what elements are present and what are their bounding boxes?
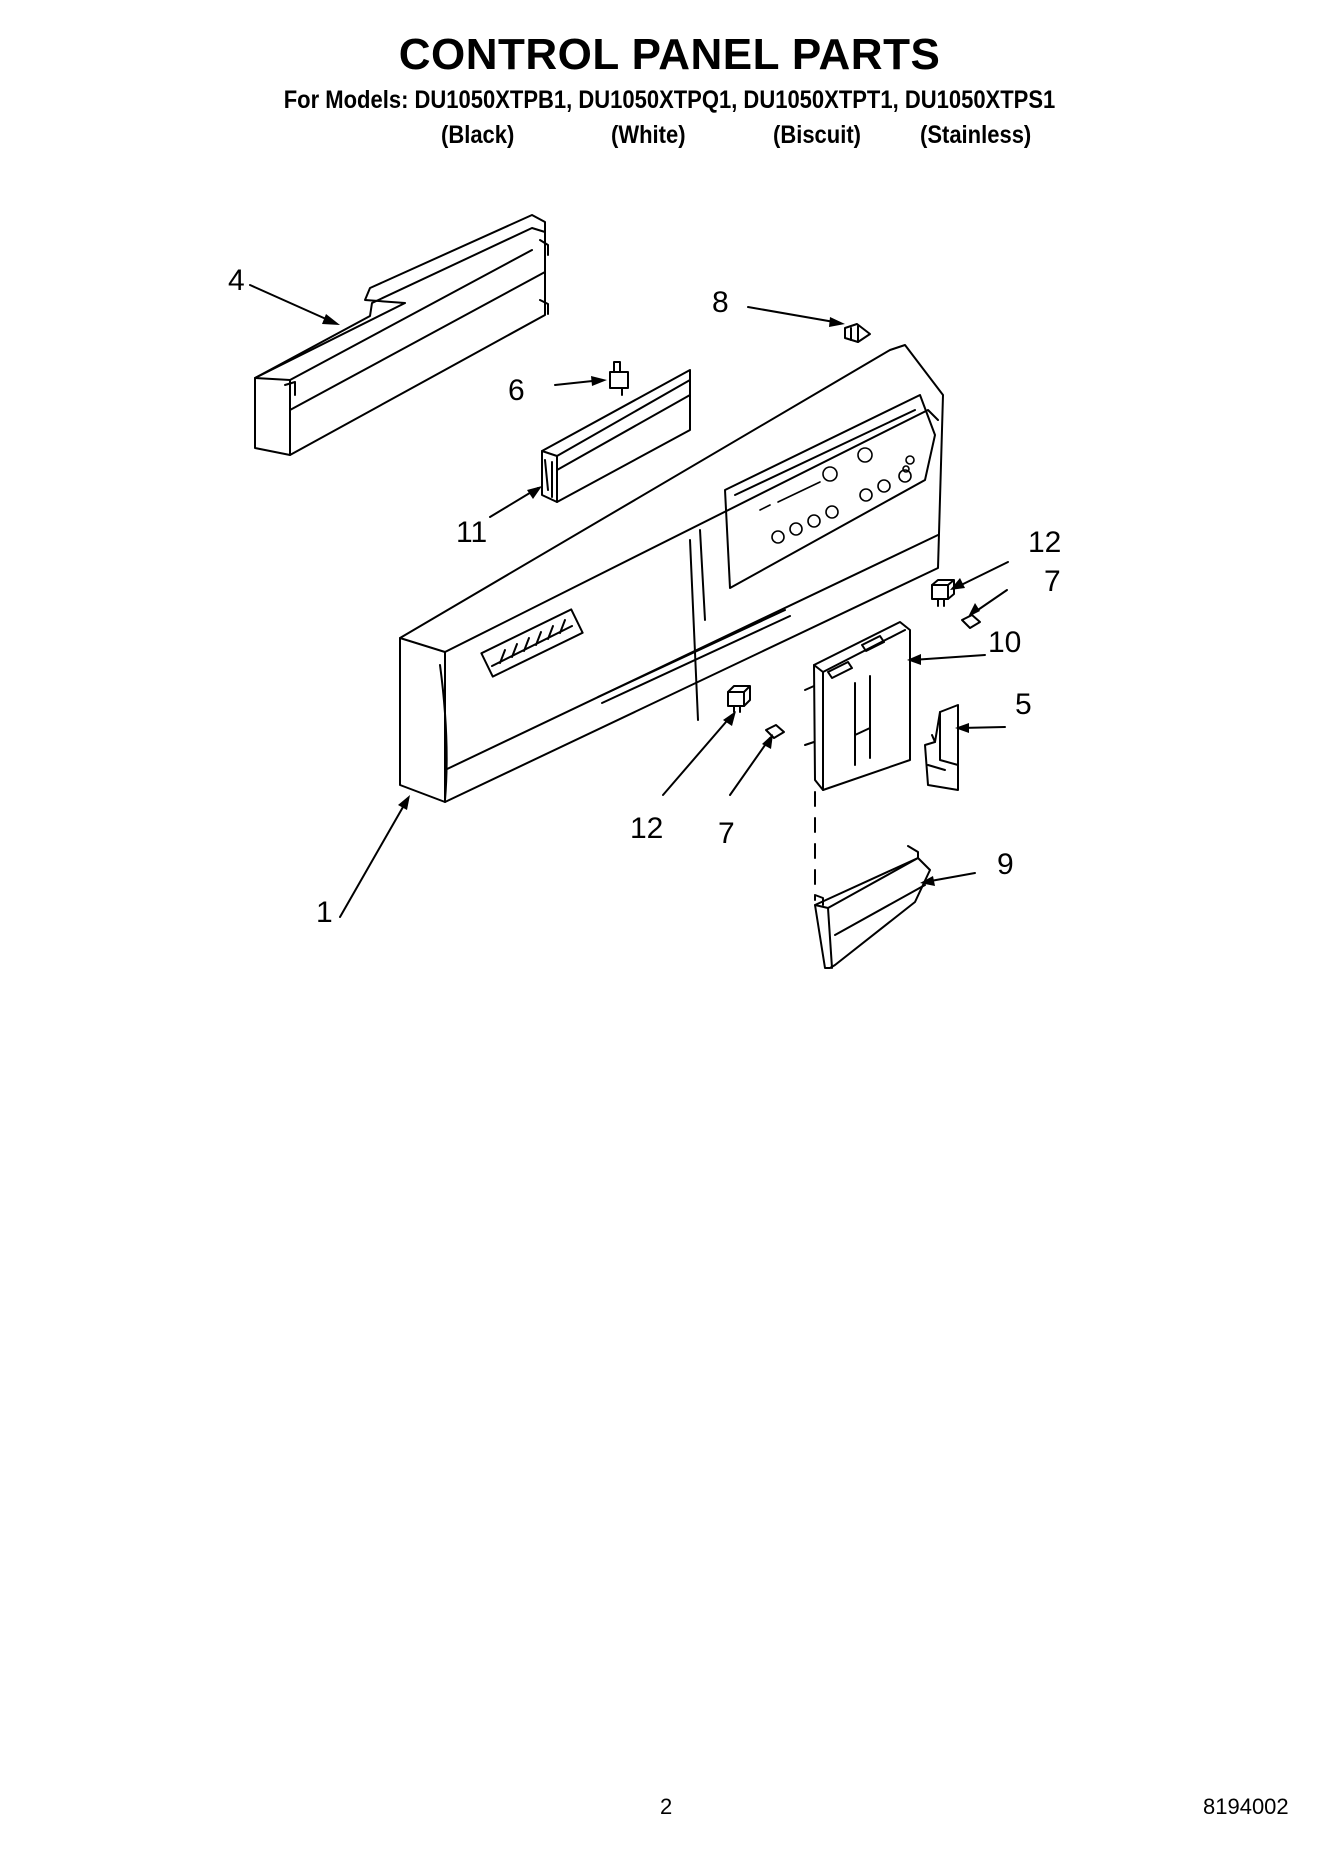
part-9-support (814, 845, 931, 969)
callout-9: 9 (997, 848, 1014, 881)
callout-5: 5 (1015, 688, 1032, 721)
part-12-clip-lower (727, 685, 751, 713)
page-number: 2 (660, 1794, 673, 1819)
callout-8: 8 (712, 286, 729, 319)
part-11-housing (541, 369, 691, 503)
part-7-screw-lower (765, 724, 785, 739)
models-line: For Models: DU1050XTPB1, DU1050XTPQ1, DU… (283, 86, 1056, 114)
callout-10: 10 (988, 626, 1022, 659)
part-12-clip-upper (931, 579, 955, 607)
part-4-top-cover (254, 214, 549, 456)
part-6-clip (609, 361, 629, 396)
color-label-biscuit: (Biscuit) (773, 121, 861, 149)
callout-12-lower: 12 (630, 812, 664, 845)
part-5-bracket (924, 704, 959, 791)
part-10-bracket (804, 621, 911, 791)
callout-11: 11 (456, 516, 488, 549)
callout-4: 4 (228, 264, 245, 297)
callout-7-upper: 7 (1044, 565, 1061, 598)
callout-1: 1 (316, 896, 333, 929)
part-1-control-panel (399, 344, 944, 803)
color-label-stainless: (Stainless) (920, 121, 1032, 149)
document-number: 8194002 (1203, 1794, 1289, 1819)
leader-arrowheads (322, 314, 980, 886)
callout-12-upper: 12 (1028, 526, 1062, 559)
part-8-screw (844, 323, 871, 343)
page-title: CONTROL PANEL PARTS (398, 30, 941, 79)
callout-6: 6 (508, 374, 525, 407)
color-label-black: (Black) (441, 121, 515, 149)
part-7-screw-upper (961, 614, 981, 629)
color-label-white: (White) (611, 121, 686, 149)
callout-7-lower: 7 (718, 817, 735, 850)
